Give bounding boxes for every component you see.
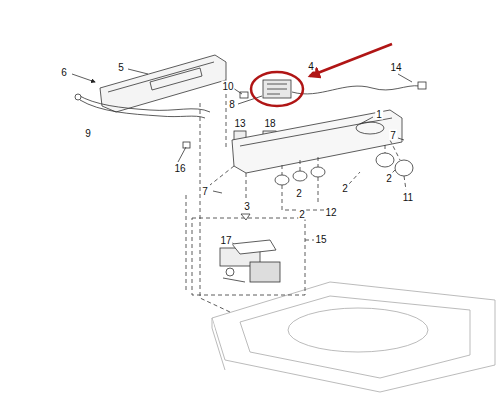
callout-number: 11: [402, 192, 414, 203]
callout-number: 16: [173, 163, 186, 174]
callout-number: 12: [324, 207, 337, 218]
callout-number: 13: [233, 118, 246, 129]
callout-number: 2: [341, 183, 349, 194]
callout-number: 18: [263, 118, 276, 129]
callout-number: 1: [375, 109, 383, 120]
callout-number: 6: [60, 67, 68, 78]
callout-number: 9: [84, 128, 92, 139]
callout-number: 2: [295, 188, 303, 199]
callout-number: 2: [385, 173, 393, 184]
callout-number: 7: [389, 130, 397, 141]
callout-number: 10: [221, 81, 234, 92]
callout-number: 3: [243, 201, 251, 212]
callout-number: 8: [228, 99, 236, 110]
callout-number: 5: [117, 62, 125, 73]
callout-number: 15: [314, 234, 327, 245]
callout-number: 4: [307, 61, 315, 72]
callout-number: 14: [389, 62, 402, 73]
callout-number: 7: [201, 186, 209, 197]
callout-number: 17: [219, 235, 232, 246]
callout-number: 2: [298, 209, 306, 220]
